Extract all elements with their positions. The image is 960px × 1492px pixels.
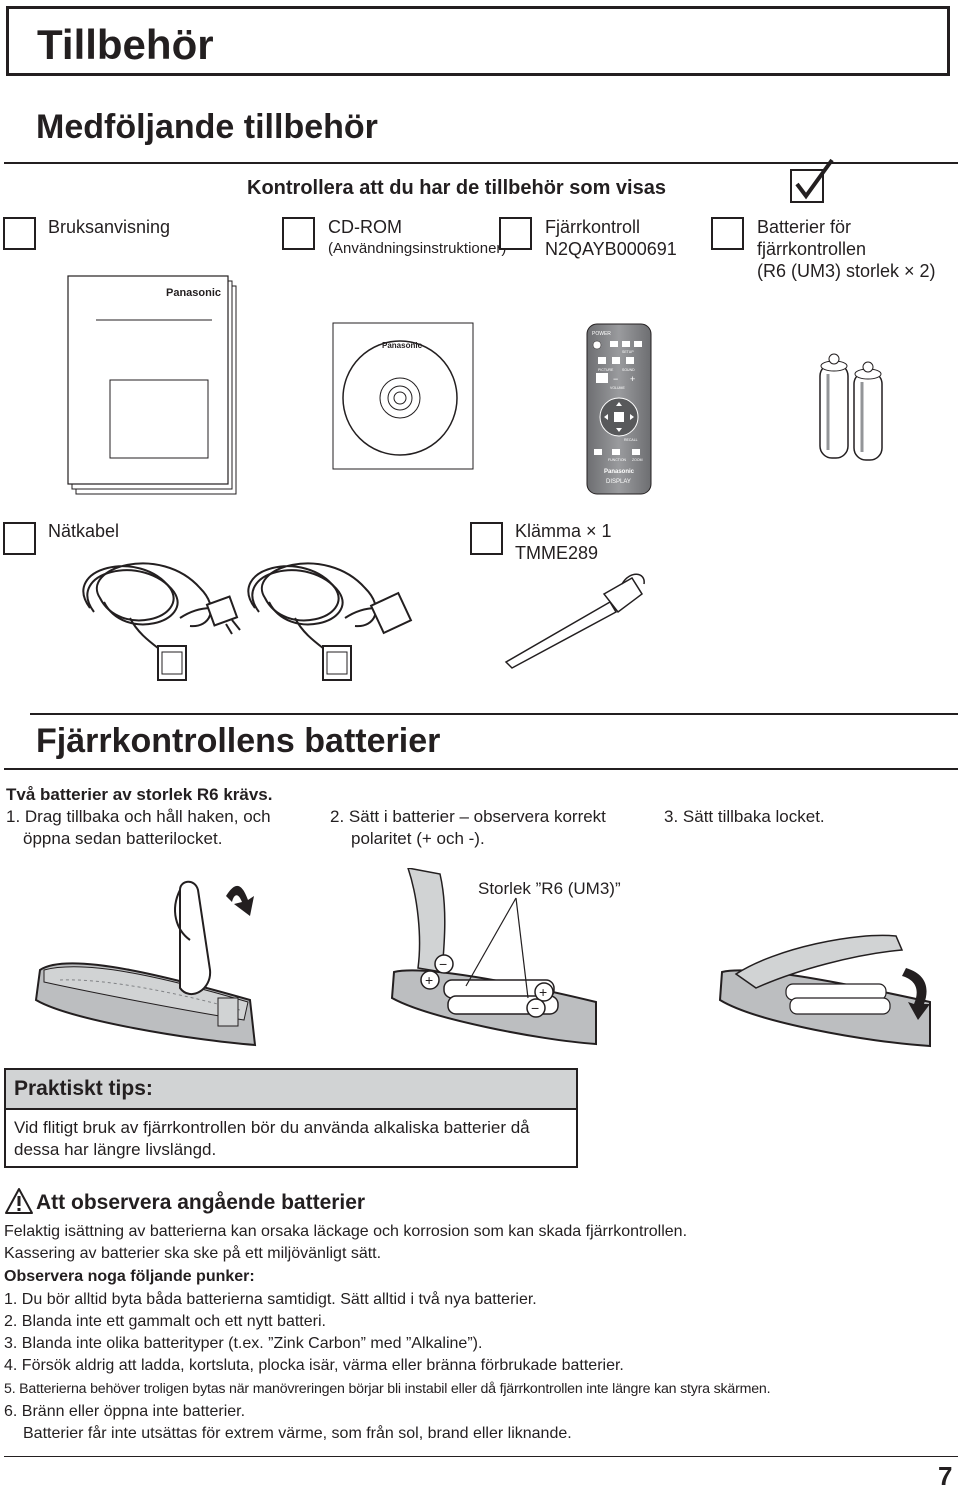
tips-line1: Vid flitigt bruk av fjärrkontrollen bör … — [14, 1118, 530, 1137]
clamp-illustration — [504, 573, 645, 669]
item-sublabel-cdrom: (Användningsinstruktioner) — [328, 240, 507, 257]
tips-box-header: Praktiskt tips: — [4, 1068, 578, 1108]
schuko-plug — [205, 595, 239, 627]
polarity-plus-icon — [420, 970, 440, 990]
checkbox-cdrom[interactable] — [282, 217, 315, 250]
item-label-power-cord: Nätkabel — [48, 521, 120, 541]
tips-text: Vid flitigt bruk av fjärrkontrollen bör … — [14, 1117, 570, 1161]
uk-plug — [369, 591, 413, 635]
step3-text: 3. Sätt tillbaka locket. — [664, 807, 825, 826]
batteries-intro: Två batterier av storlek R6 krävs. — [6, 785, 273, 804]
checkbox-remote[interactable] — [499, 217, 532, 250]
included-heading: Medföljande tillbehör — [36, 108, 378, 146]
size-callout: Storlek ”R6 (UM3)” — [478, 879, 621, 898]
remote-volume-label: VOLUME — [610, 386, 625, 390]
step2-line1: 2. Sätt i batterier – observera korrekt — [330, 807, 606, 826]
checkmark-icon — [790, 158, 834, 203]
batteries-illustration — [819, 353, 883, 461]
check-instruction: Kontrollera att du har de tillbehör som … — [247, 177, 666, 199]
volume-plus-label: + — [630, 374, 635, 384]
step2-illustration: + − + − — [390, 868, 597, 1046]
item-label-manual: Bruksanvisning — [48, 217, 171, 237]
arrow-icon — [226, 885, 254, 916]
remote-picture-label: PICTURE — [598, 368, 614, 372]
cd-brand: Panasonic — [382, 341, 423, 350]
tips-box-body: Vid flitigt bruk av fjärrkontrollen bör … — [4, 1108, 578, 1168]
arrow-icon — [902, 968, 930, 1020]
cdrom-illustration: Panasonic — [332, 322, 474, 470]
battery-cover — [407, 868, 446, 973]
tips-line2: dessa har längre livslängd. — [14, 1140, 217, 1159]
step1-line1: 1. Drag tillbaka och håll haken, och — [6, 807, 271, 826]
remote-brand: Panasonic — [604, 469, 635, 475]
caution-line1: Felaktig isättning av batterierna kan or… — [4, 1223, 688, 1240]
manual-illustration: Panasonic — [67, 275, 237, 495]
battery-plus-icon — [862, 361, 874, 373]
caution-point-6-extra: Batterier får inte utsättas för extrem v… — [23, 1425, 572, 1442]
tips-heading: Praktiskt tips: — [14, 1077, 153, 1100]
remote-function-label: FUNCTION — [608, 458, 627, 462]
manual-brand: Panasonic — [166, 287, 221, 299]
polarity-plus-icon — [534, 982, 554, 1002]
item-sublabel-remote: N2QAYB000691 — [545, 239, 677, 259]
polarity-minus-label: − — [531, 1000, 539, 1016]
page-title-box: Tillbehör — [6, 6, 950, 76]
item-label-clamp: Klämma × 1 — [515, 521, 612, 541]
battery-cover — [734, 934, 904, 989]
remote-sound-label: SOUND — [622, 368, 635, 372]
item-label-batteries-3: (R6 (UM3) storlek × 2) — [757, 261, 936, 281]
polarity-minus-label: − — [439, 956, 447, 972]
caution-point-1: 1. Du bör alltid byta båda batterierna s… — [4, 1291, 537, 1308]
caution-point-5: 5. Batterierna behöver troligen bytas nä… — [4, 1381, 771, 1397]
page-number: 7 — [938, 1461, 953, 1491]
item-label-batteries: Batterier för — [757, 217, 852, 237]
remote-power-label: POWER — [592, 331, 611, 337]
remote-zoom-label: ZOOM — [632, 458, 643, 462]
remote-setup-label: SETUP — [622, 350, 634, 354]
checkbox-manual[interactable] — [3, 217, 36, 250]
caution-heading: Att observera angående batterier — [36, 1191, 366, 1214]
caution-point-2: 2. Blanda inte ett gammalt och ett nytt … — [4, 1313, 326, 1330]
caution-point-4: 4. Försök aldrig att ladda, kortsluta, p… — [4, 1357, 624, 1374]
remote-display-label: DISPLAY — [606, 479, 631, 485]
batteries-heading: Fjärrkontrollens batterier — [36, 722, 441, 760]
polarity-minus-icon — [526, 998, 546, 1018]
power-button — [592, 340, 602, 350]
remote-recall-label: RECALL — [624, 438, 638, 442]
section-rule — [4, 162, 958, 164]
finger-icon — [179, 880, 212, 995]
polarity-plus-label: + — [539, 984, 547, 1000]
volume-minus-label: − — [613, 374, 618, 384]
step2-line2: polaritet (+ och -). — [351, 829, 485, 848]
caution-subheading: Observera noga följande punker: — [4, 1268, 255, 1285]
caution-point-6: 6. Bränn eller öppna inte batterier. — [4, 1403, 246, 1420]
power-cords-illustration — [82, 562, 413, 681]
section-rule — [4, 768, 958, 770]
polarity-minus-icon — [434, 954, 454, 974]
item-label-batteries-2: fjärrkontrollen — [757, 239, 867, 259]
step3-illustration — [718, 934, 931, 1048]
caution-line2: Kassering av batterier ska ske på ett mi… — [4, 1245, 382, 1262]
page-title: Tillbehör — [37, 21, 214, 68]
polarity-plus-label: + — [425, 972, 433, 988]
item-sublabel-clamp: TMME289 — [515, 543, 599, 563]
item-label-remote: Fjärrkontroll — [545, 217, 641, 237]
item-label-cdrom: CD-ROM — [328, 217, 402, 237]
battery-plus-icon — [828, 353, 840, 365]
checkbox-clamp[interactable] — [470, 522, 503, 555]
checkbox-power-cord[interactable] — [3, 522, 36, 555]
section-rule — [30, 713, 958, 715]
step1-line2: öppna sedan batterilocket. — [23, 829, 223, 848]
caution-point-3: 3. Blanda inte olika batterityper (t.ex.… — [4, 1335, 483, 1352]
checkbox-batteries[interactable] — [711, 217, 744, 250]
remote-illustration: POWER SETUP PICTURE SOUND − + VOLUME REC… — [586, 323, 652, 495]
footer-rule — [4, 1456, 958, 1457]
step1-illustration — [34, 880, 257, 1047]
warning-triangle-icon — [5, 1188, 33, 1214]
